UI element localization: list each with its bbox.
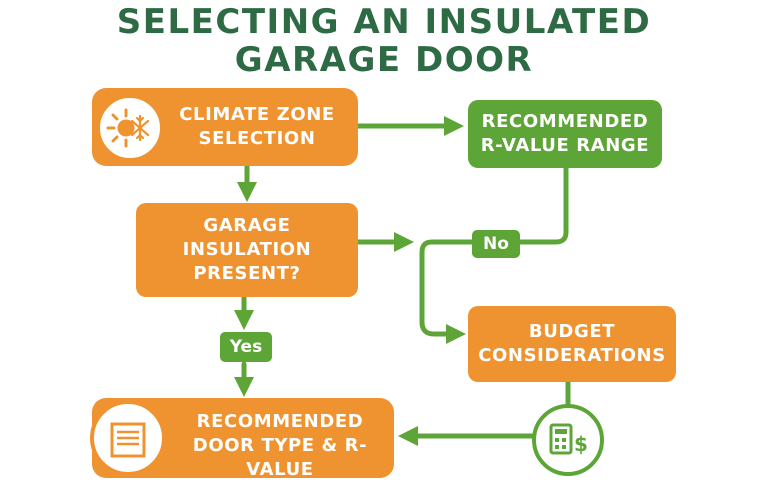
rvalue-label-2: R-VALUE RANGE	[480, 135, 650, 156]
door-label-2: DOOR TYPE & R-VALUE	[192, 435, 368, 480]
connector-arrows	[234, 116, 571, 446]
line-no-to-branch	[419, 239, 475, 344]
rvalue-label-1: RECOMMENDED	[481, 111, 649, 132]
garage-label-2: INSULATION	[182, 239, 312, 260]
title-line-2: GARAGE DOOR	[234, 40, 534, 80]
recommended-rvalue-node: RECOMMENDED R-VALUE RANGE	[468, 100, 662, 168]
sun-snowflake-icon	[96, 94, 164, 162]
yes-label: Yes	[220, 332, 272, 362]
garage-door-icon	[90, 400, 166, 476]
no-label: No	[472, 230, 520, 258]
title-line-1: SELECTING AN INSULATED	[116, 2, 652, 42]
climate-zone-label-1: CLIMATE ZONE	[179, 104, 335, 125]
climate-zone-label-2: SELECTION	[198, 128, 316, 149]
svg-text:$: $	[574, 432, 588, 456]
garage-insulation-node: GARAGE INSULATION PRESENT?	[136, 203, 358, 297]
budget-considerations-node: BUDGET CONSIDERATIONS	[468, 306, 676, 382]
garage-label-3: PRESENT?	[193, 263, 301, 284]
budget-calculator-dollar-icon: $	[532, 404, 604, 476]
line-rvalue-to-no	[517, 165, 569, 245]
budget-label-1: BUDGET	[528, 321, 616, 342]
garage-label-1: GARAGE	[203, 215, 291, 236]
door-label-1: RECOMMENDED	[196, 411, 364, 432]
budget-label-2: CONSIDERATIONS	[478, 345, 666, 366]
